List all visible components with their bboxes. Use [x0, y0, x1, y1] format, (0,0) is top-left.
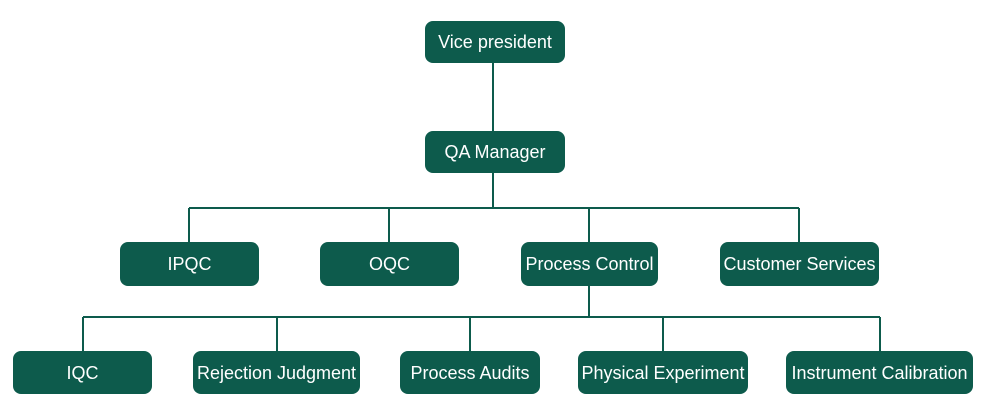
- org-node-label: Customer Services: [723, 254, 876, 274]
- org-node-label: QA Manager: [444, 142, 546, 162]
- org-node-rejection-judgment: Rejection Judgment: [193, 351, 360, 394]
- org-node-process-control: Process Control: [521, 242, 658, 286]
- org-node-instrument-calibration: Instrument Calibration: [786, 351, 973, 394]
- org-node-iqc: IQC: [13, 351, 152, 394]
- org-node-physical-experiment: Physical Experiment: [578, 351, 748, 394]
- org-node-label: IPQC: [167, 254, 212, 274]
- org-node-label: IQC: [66, 362, 99, 383]
- org-node-label: Rejection Judgment: [196, 362, 357, 383]
- org-node-label: Process Control: [525, 254, 654, 274]
- org-node-label: OQC: [368, 254, 410, 274]
- org-node-customer-services: Customer Services: [720, 242, 879, 286]
- org-node-label: Vice president: [438, 32, 552, 52]
- org-node-label: Process Audits: [410, 362, 530, 383]
- org-node-qa-manager: QA Manager: [425, 131, 565, 173]
- org-node-process-audits: Process Audits: [400, 351, 540, 394]
- org-node-label: Instrument Calibration: [791, 362, 968, 383]
- org-node-vice-president: Vice president: [425, 21, 565, 63]
- org-node-label: Physical Experiment: [581, 362, 745, 383]
- org-node-ipqc: IPQC: [120, 242, 259, 286]
- org-node-oqc: OQC: [320, 242, 459, 286]
